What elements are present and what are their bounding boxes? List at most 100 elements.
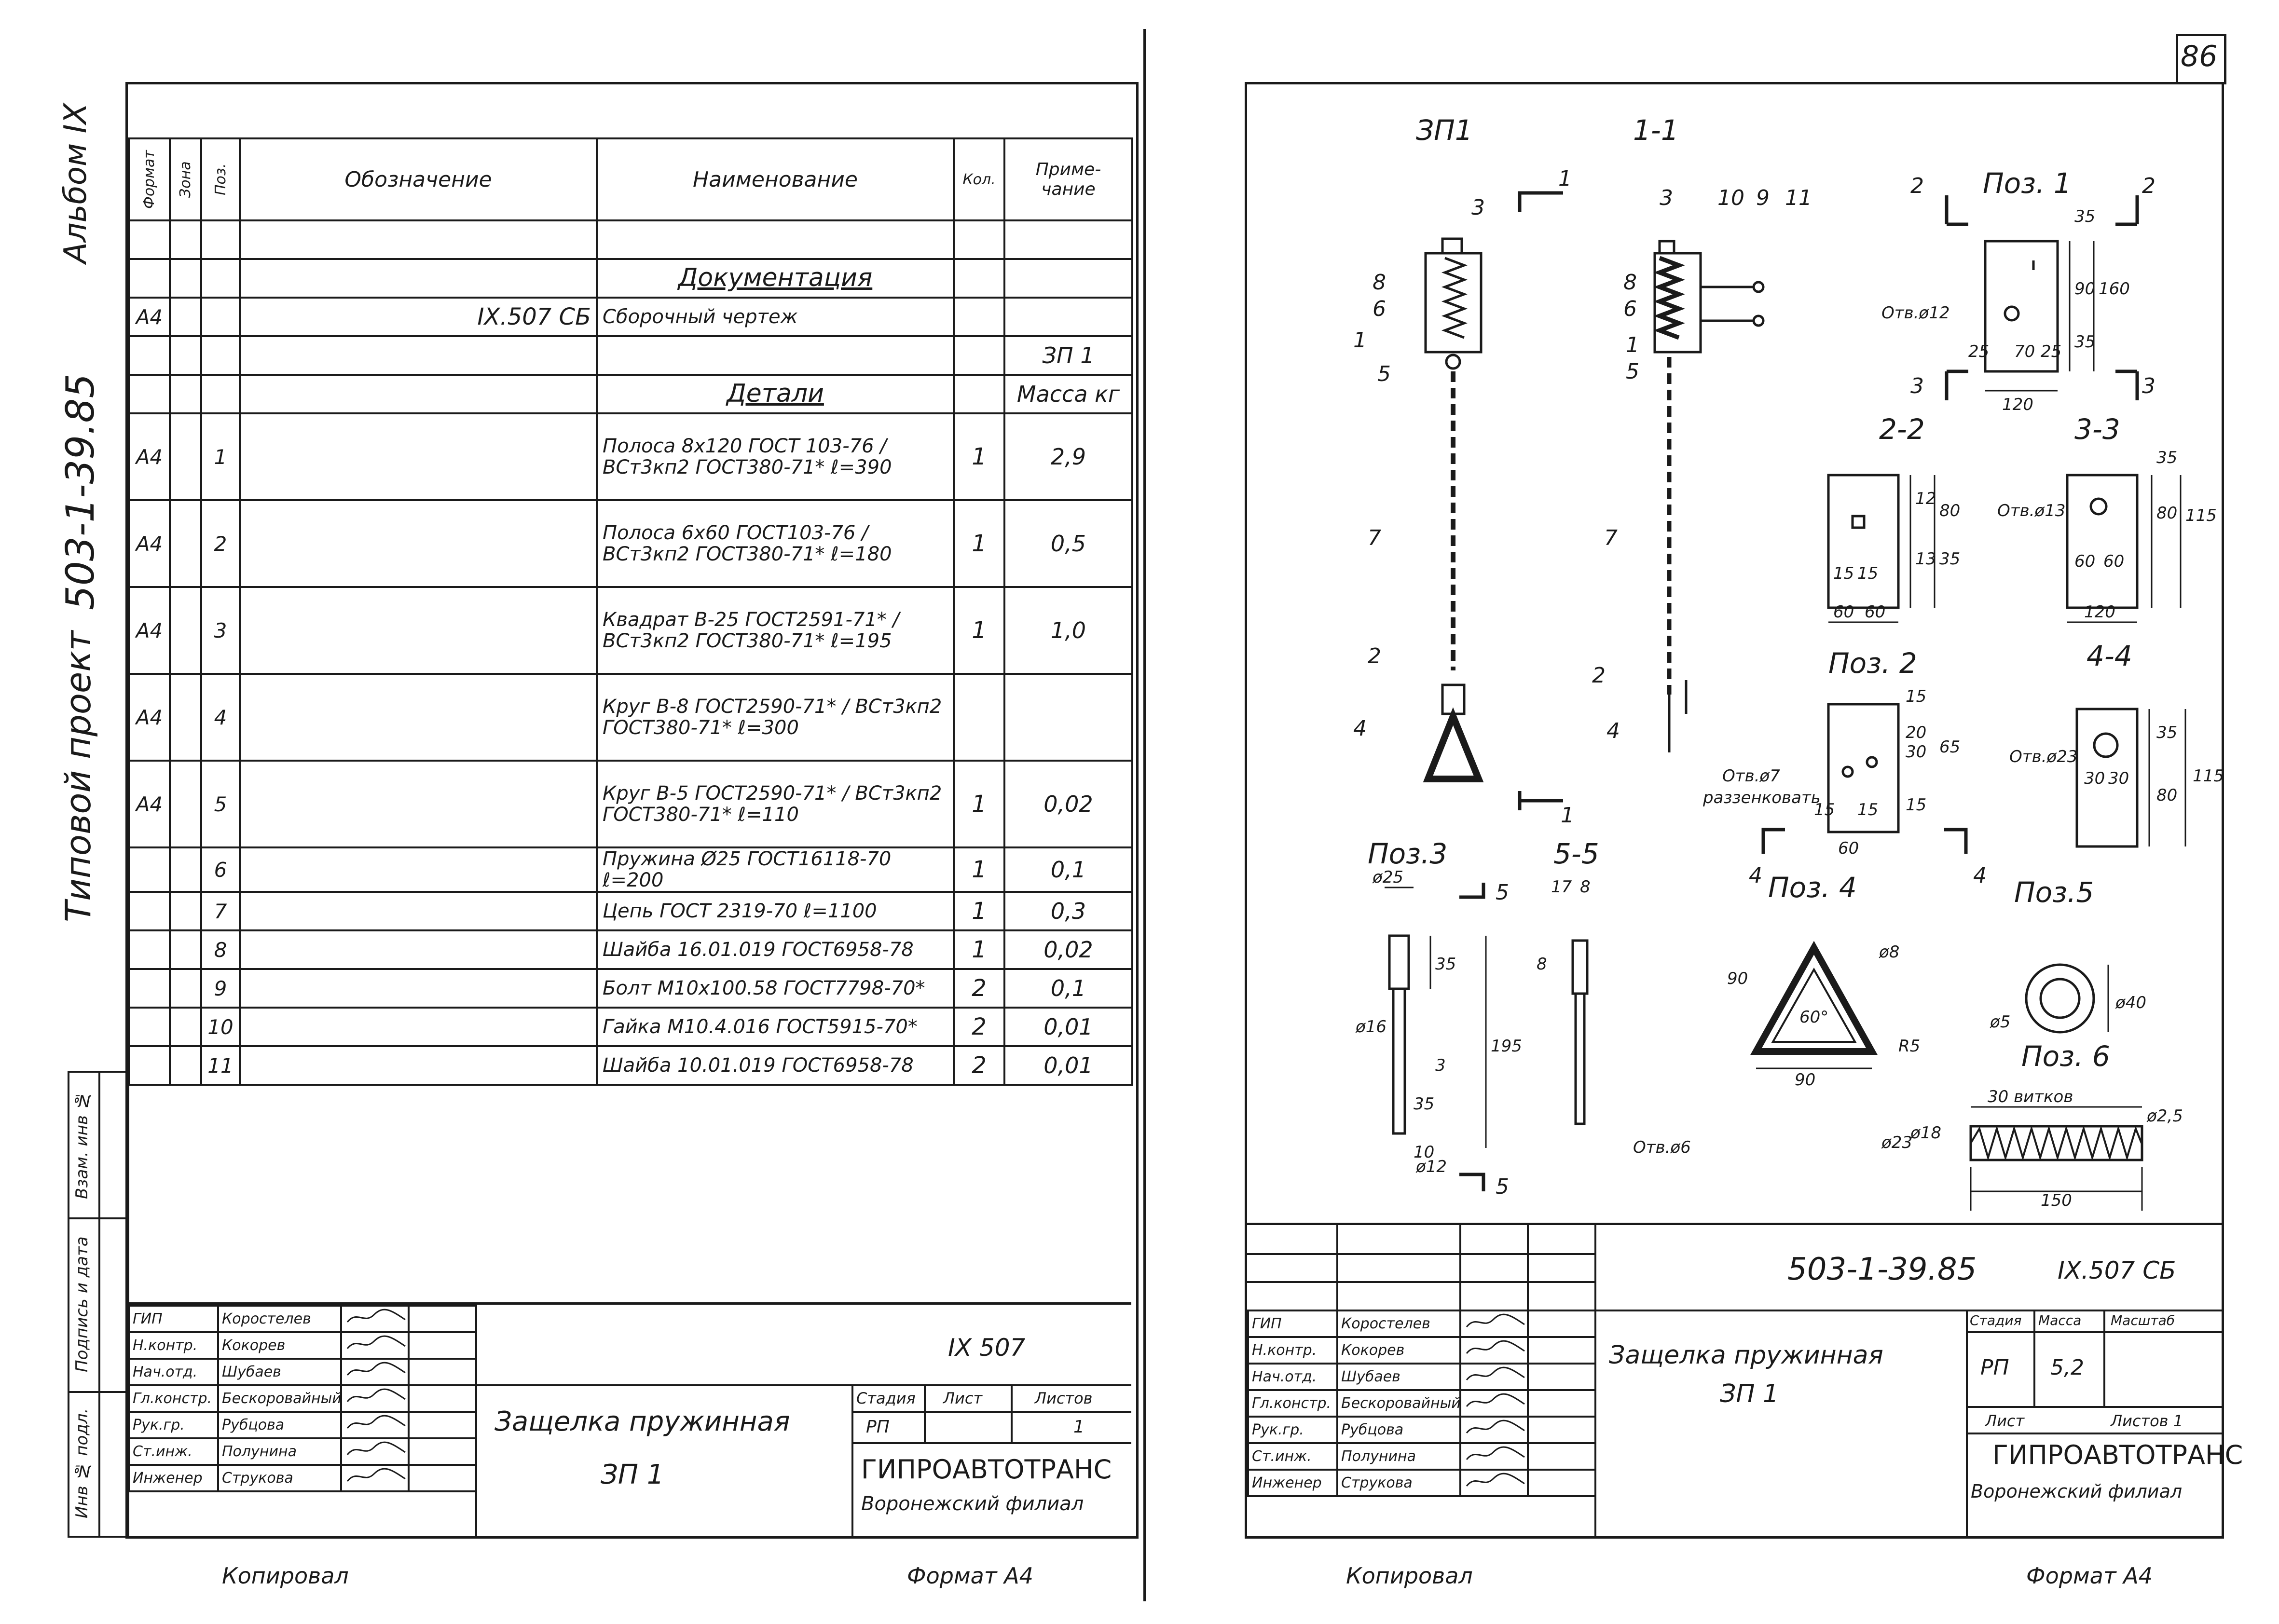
left-footer-copied: Копировал xyxy=(222,1563,349,1589)
spec-cell-note xyxy=(1003,258,1133,299)
spec-cell-name: Сборочный чертеж xyxy=(596,297,955,337)
s11-pos-7: 7 xyxy=(1604,526,1618,550)
spec-cell-note xyxy=(1003,673,1133,762)
dim-s33-w: 120 xyxy=(2084,602,2115,622)
spec-cell-format xyxy=(128,374,171,414)
pos2-cut-4 xyxy=(1761,828,1968,854)
cut-5-bottom-label: 5 xyxy=(1496,1174,1509,1199)
annotation-hole23: Отв.ø23 xyxy=(2009,747,2077,766)
stamp-date xyxy=(1527,1416,1596,1444)
dim-pos4-angle: 60° xyxy=(1799,1008,1828,1027)
s11-pos-11: 11 xyxy=(1785,186,1812,210)
view-label-s11: 1-1 xyxy=(1633,114,1679,147)
spec-cell-format xyxy=(128,846,171,893)
spec-cell-name: Круг В-8 ГОСТ2590-71* / ВСт3кп2 ГОСТ380-… xyxy=(596,673,955,762)
spec-cell-zone xyxy=(169,1007,202,1047)
zp1-washer xyxy=(1445,354,1461,370)
spec-cell-zone xyxy=(169,968,202,1009)
spec-cell-qty: 2 xyxy=(953,1007,1005,1047)
s11-pos-8: 8 xyxy=(1623,270,1637,295)
spec-cell-qty: 1 xyxy=(953,760,1005,848)
dim-pos2-d: 65 xyxy=(1939,737,1960,757)
pos1-cut-3 xyxy=(1945,369,2139,400)
header-note: Приме-чание xyxy=(1003,137,1133,221)
zp1-spring xyxy=(1441,257,1468,339)
cut-1-bottom xyxy=(1518,791,1563,810)
right-footer-format: Формат А4 xyxy=(2026,1563,2153,1589)
left-stamp-divider-h1 xyxy=(475,1384,1131,1386)
cut-2-left-label: 2 xyxy=(1910,174,1924,198)
dim-pos4-r: R5 xyxy=(1898,1037,1920,1056)
cut-1-top-label: 1 xyxy=(1558,166,1572,191)
zp1-pos-2: 2 xyxy=(1368,644,1381,669)
stamp-date xyxy=(408,1384,477,1413)
s11-bolt-head-2 xyxy=(1752,314,1765,327)
spec-cell-format xyxy=(128,219,171,260)
spec-cell-format xyxy=(128,1045,171,1086)
annotation-countersink: раззенковать xyxy=(1702,788,1821,807)
spec-cell-name: Круг В-5 ГОСТ2590-71* / ВСт3кп2 ГОСТ380-… xyxy=(596,760,955,848)
right-stamp-stage-box: Стадия Масса Масштаб РП 5,2 Лист Листов … xyxy=(1966,1310,2222,1459)
view-label-s55: 5-5 xyxy=(1553,837,1599,870)
view-label-pos1: Поз. 1 xyxy=(1983,167,2072,200)
s33-hole xyxy=(2089,497,2108,516)
stamp-person-name: Бескоровайный xyxy=(217,1384,342,1413)
dim-pos2-a: 15 xyxy=(1906,687,1926,706)
stamp-date xyxy=(408,1305,477,1333)
dim-pos3-dia: ø25 xyxy=(1372,868,1403,887)
stamp-person-row: Гл.констр.Бескоровайный xyxy=(128,1384,477,1413)
header-designation: Обозначение xyxy=(239,137,598,221)
pos4-triangle-inner xyxy=(1771,967,1857,1043)
zp1-latch-head xyxy=(1441,237,1463,255)
dim-pos5-inner: ø5 xyxy=(1990,1012,2010,1032)
spec-cell-format: А4 xyxy=(128,499,171,588)
stamp-signature xyxy=(340,1411,410,1439)
pos2-hole-2 xyxy=(1866,756,1878,768)
spec-cell-designation xyxy=(239,374,598,414)
right-stamp-stage-label: Стадия xyxy=(1970,1312,2022,1328)
right-stamp-title-line2: ЗП 1 xyxy=(1720,1379,1779,1408)
stamp-date xyxy=(1527,1310,1596,1338)
s44-hole xyxy=(2093,732,2119,758)
dim-pos1-f: 70 xyxy=(2014,342,2035,361)
spec-cell-zone xyxy=(169,891,202,931)
zp1-pos-8: 8 xyxy=(1373,270,1386,295)
spec-cell-designation xyxy=(239,891,598,931)
dim-pos3-d12: ø12 xyxy=(1415,1157,1447,1176)
dim-pos1-c: 160 xyxy=(2099,279,2130,299)
view-label-pos6: Поз. 6 xyxy=(2021,1040,2110,1073)
left-footer-copied-text: Копировал xyxy=(222,1563,349,1589)
left-stamp-divider-v xyxy=(475,1305,477,1536)
view-label-zp1: ЗП1 xyxy=(1416,114,1473,147)
zp1-housing xyxy=(1424,252,1483,354)
pos1-plate xyxy=(1984,240,2059,373)
pos2-hole-1 xyxy=(1841,765,1854,778)
stamp-role: ГИП xyxy=(128,1305,219,1333)
left-stamp-sheets-label: Листов xyxy=(1035,1389,1093,1407)
left-footer-format: Формат А4 xyxy=(907,1563,1033,1589)
spec-cell-name: Гайка М10.4.016 ГОСТ5915-70* xyxy=(596,1007,955,1047)
right-stamp-divider-h0 xyxy=(1247,1310,2222,1311)
s33-plate xyxy=(2066,474,2139,609)
stamp-signature xyxy=(1459,1442,1529,1471)
s11-housing xyxy=(1653,252,1702,354)
page-number-box xyxy=(2176,34,2226,84)
pos3-cut-5 xyxy=(1459,883,1485,1191)
pos3-dim-lines xyxy=(1385,887,1487,1148)
stamp-signature xyxy=(340,1358,410,1386)
dim-pos1-e: 25 xyxy=(1968,342,1989,361)
stamp-role: Гл.констр. xyxy=(1247,1389,1338,1418)
pos1-cut-2 xyxy=(1945,195,2139,226)
right-stamp-blank-rows xyxy=(1247,1225,1594,1310)
right-stamp-doc: IX.507 СБ xyxy=(2058,1256,2176,1284)
spec-cell-name: Шайба 10.01.019 ГОСТ6958-78 xyxy=(596,1045,955,1086)
cut-4-right-label: 4 xyxy=(1973,863,1987,888)
pos4-triangle-outer xyxy=(1750,941,1878,1055)
